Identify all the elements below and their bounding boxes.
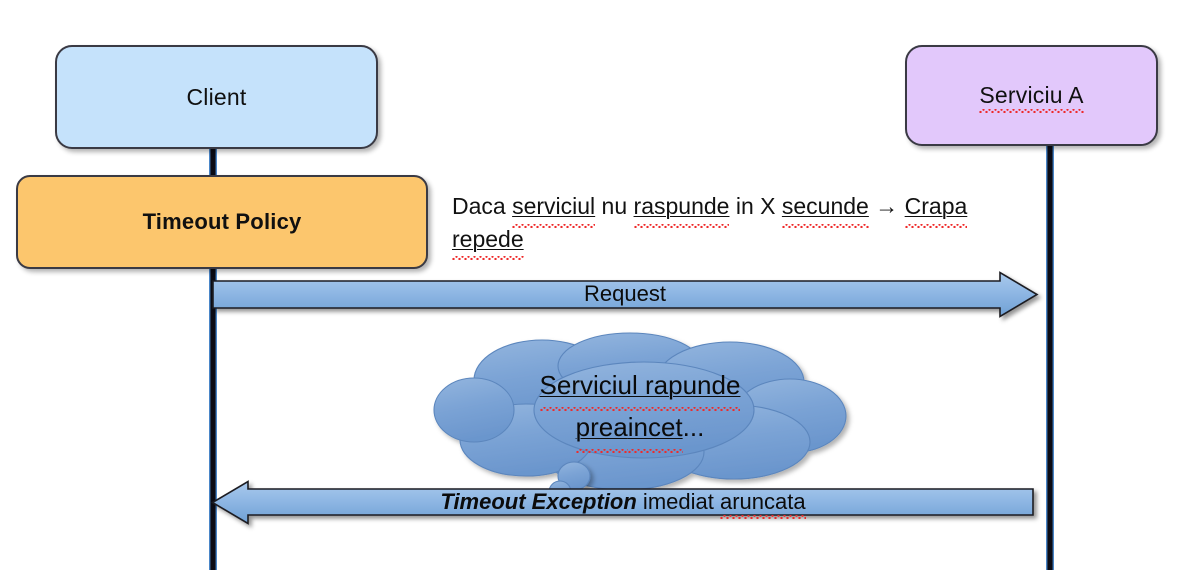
timeout-policy-box[interactable]: Timeout Policy [16, 175, 428, 269]
annotation-text-3: in X [729, 193, 782, 219]
thought-cloud[interactable]: Serviciul rapunde prea incet... [433, 330, 847, 504]
annotation-misspelled-secunde: secunde [781, 190, 869, 228]
annotation-misspelled-serviciul: serviciul [512, 190, 596, 228]
participant-label-serviciu-a: Serviciu A [979, 82, 1084, 113]
message-arrow-request[interactable]: Request [211, 271, 1039, 318]
participant-label-client: Client [186, 83, 247, 110]
annotation-note: Daca serviciul nu raspunde in X secunde … [452, 190, 1032, 260]
participant-box-serviciu-a[interactable]: Serviciu A [905, 45, 1158, 146]
annotation-text-1: Daca [452, 193, 513, 219]
annotation-misspelled-crapa: Crapa [904, 190, 967, 228]
annotation-arrow-glyph: → [868, 193, 905, 219]
message-arrow-timeout-exception[interactable]: Timeout Exception imediat aruncata [210, 480, 1035, 525]
timeout-policy-label: Timeout Policy [142, 209, 302, 234]
lifeline-client [209, 140, 217, 570]
participant-box-client[interactable]: Client [55, 45, 378, 149]
annotation-text-2: nu [595, 193, 634, 219]
annotation-misspelled-repede: repede [452, 223, 524, 260]
lifeline-service [1046, 138, 1054, 570]
annotation-misspelled-raspunde: raspunde [633, 190, 729, 228]
